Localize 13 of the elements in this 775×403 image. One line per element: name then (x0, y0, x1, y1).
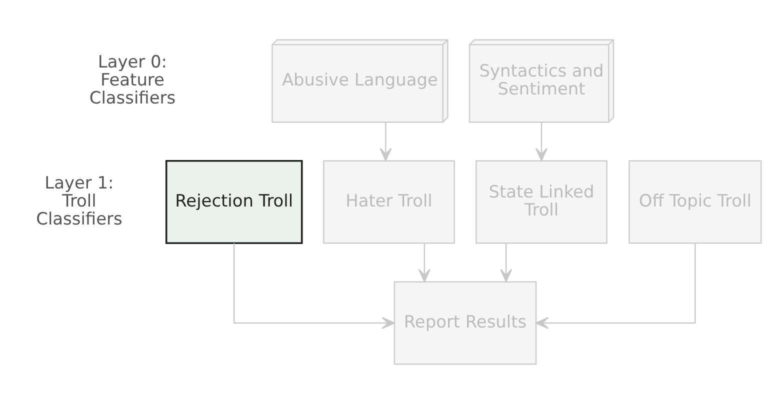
label: Layer 1: Troll Classifiers (36, 172, 122, 228)
arrow (380, 122, 392, 161)
node-box: Off Topic Troll (628, 160, 762, 244)
node-box: Hater Troll (323, 160, 455, 244)
label: Layer 0: Feature Classifiers (89, 50, 176, 108)
node-box: State Linked Troll (476, 160, 608, 244)
arrow (234, 242, 395, 329)
arrow (536, 242, 696, 329)
node-box: Rejection Troll (165, 159, 303, 244)
arrow (500, 242, 512, 282)
node-box: Report Results (394, 280, 537, 364)
arrow (535, 122, 548, 161)
arrow (418, 242, 430, 282)
